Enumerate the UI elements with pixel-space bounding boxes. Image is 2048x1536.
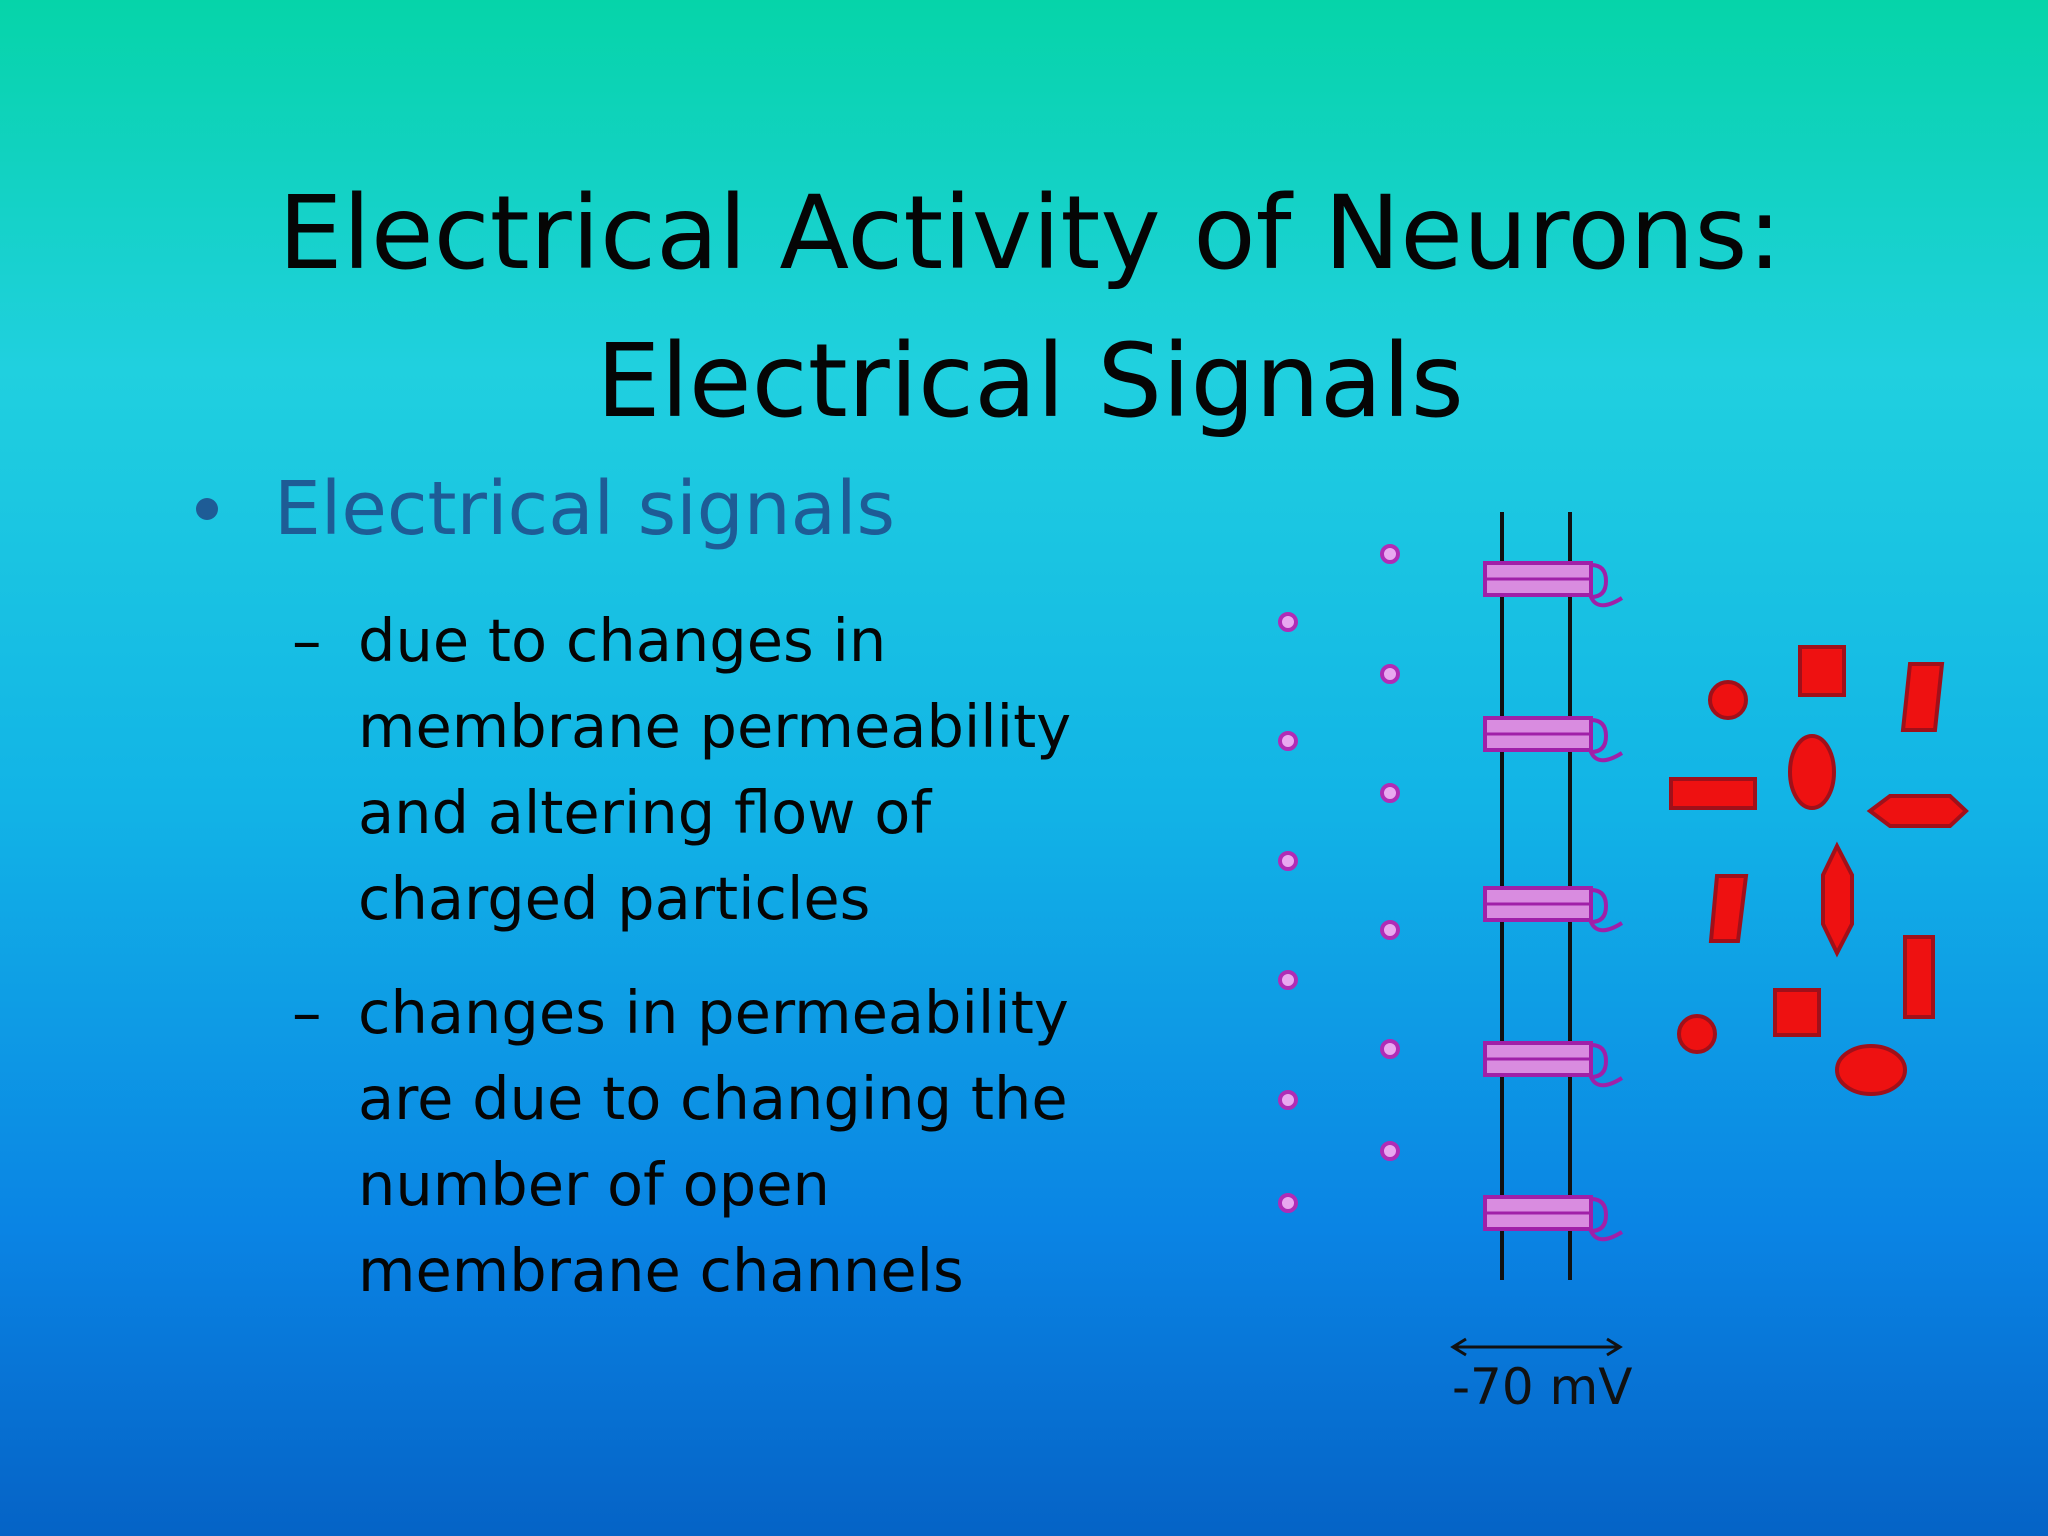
ion-inside <box>1278 731 1298 751</box>
ion-inside <box>1380 783 1400 803</box>
sub-point-line: charged particles <box>358 864 871 933</box>
main-bullet: Electrical signals <box>190 466 895 552</box>
sub-point-1-text: due to changes in membrane permeability … <box>358 598 1071 942</box>
sub-point-2-text: changes in permeability are due to chang… <box>358 970 1069 1314</box>
ion-outside-bar <box>1903 935 1935 1019</box>
ion-inside <box>1278 612 1298 632</box>
ion-outside-bar <box>1900 662 1945 732</box>
sub-point-line: due to changes in <box>358 606 887 675</box>
ion-inside <box>1380 664 1400 684</box>
ion-channel <box>1483 561 1624 608</box>
sub-point-line: membrane channels <box>358 1236 964 1305</box>
ion-outside-bar <box>1669 777 1757 810</box>
ion-outside-circle <box>1677 1014 1717 1054</box>
sub-point-line: membrane permeability <box>358 692 1072 761</box>
ion-channel <box>1483 1195 1624 1242</box>
sub-point-line: number of open <box>358 1150 830 1219</box>
sub-point-line: and altering flow of <box>358 778 932 847</box>
ion-outside-square <box>1773 988 1821 1037</box>
ion-channel <box>1483 1041 1624 1088</box>
ion-inside <box>1380 1039 1400 1059</box>
main-bullet-text: Electrical signals <box>274 466 896 552</box>
dash-icon: – <box>292 606 322 675</box>
ion-outside-bar <box>1708 874 1749 943</box>
ion-inside <box>1380 544 1400 564</box>
ion-outside-hexagon <box>1866 794 1969 828</box>
ion-inside <box>1380 1141 1400 1161</box>
ion-inside <box>1380 920 1400 940</box>
voltage-label: -70 mV <box>1452 1358 1633 1416</box>
ion-outside-ellipse <box>1788 734 1836 810</box>
dash-icon: – <box>292 978 322 1047</box>
double-arrow-icon <box>1450 1337 1623 1357</box>
slide-title: Electrical Activity of Neurons: Electric… <box>180 160 1880 456</box>
ion-outside-ellipse <box>1835 1044 1907 1096</box>
ion-outside-circle <box>1708 680 1748 720</box>
ion-inside <box>1278 1090 1298 1110</box>
bullet-dot-icon <box>196 498 218 520</box>
ion-outside-hexagon <box>1821 841 1854 958</box>
sub-point-line: changes in permeability <box>358 978 1069 1047</box>
ion-channel <box>1483 886 1624 933</box>
ion-outside-square <box>1798 645 1846 697</box>
ion-inside <box>1278 851 1298 871</box>
title-line-2: Electrical Signals <box>596 322 1464 441</box>
ion-inside <box>1278 1193 1298 1213</box>
ion-channel <box>1483 716 1624 763</box>
title-line-1: Electrical Activity of Neurons: <box>278 174 1782 293</box>
sub-point-line: are due to changing the <box>358 1064 1068 1133</box>
ion-inside <box>1278 970 1298 990</box>
